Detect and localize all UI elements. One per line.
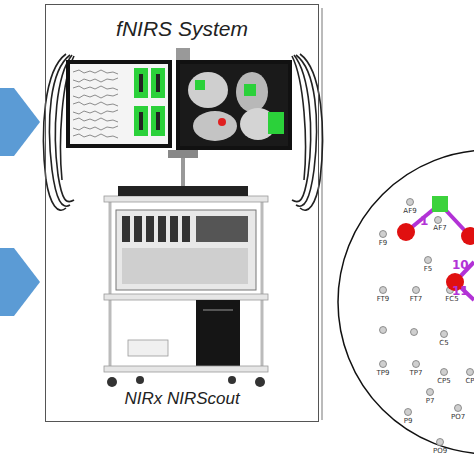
electrode-label: FT9 — [377, 295, 390, 303]
small-box — [128, 340, 168, 356]
head-outline — [338, 150, 474, 454]
cart-frame — [110, 198, 262, 370]
electrode-label: TP7 — [410, 369, 423, 377]
electrode-label: P7 — [426, 397, 435, 405]
channel-number: 1 — [420, 214, 428, 228]
electrode-label: AF9 — [403, 207, 416, 215]
signal-traces — [73, 70, 118, 138]
shelf — [104, 294, 268, 300]
shelf — [104, 366, 268, 372]
source-optode — [397, 223, 474, 291]
pc-tower — [196, 300, 240, 366]
monitor — [176, 60, 292, 150]
monitor — [66, 60, 172, 148]
electrode-label: CP — [465, 377, 474, 385]
brain-render — [188, 72, 284, 141]
channel-number: 11 — [452, 284, 469, 298]
keyboard — [118, 186, 248, 196]
electrode-label: C5 — [439, 339, 448, 347]
shelf — [104, 196, 268, 202]
cable-bundle — [43, 54, 322, 210]
electrode-label: F5 — [424, 265, 432, 273]
mast — [176, 48, 190, 60]
system-panel: fNIRS SystemNIRx NIRScout — [45, 4, 319, 422]
electrode-dot — [380, 199, 474, 446]
nirscout-unit — [116, 210, 256, 290]
monitor-screen — [180, 64, 288, 146]
electrode-label: PO7 — [451, 413, 465, 421]
electrode-label: TP9 — [377, 369, 390, 377]
electrode-label: PO9 — [433, 447, 447, 455]
electrode-label: F9 — [379, 239, 387, 247]
electrode-label: AF7 — [433, 224, 446, 232]
mount — [168, 150, 198, 158]
flow-arrow — [0, 88, 40, 156]
channel-line — [406, 204, 474, 300]
monitor-screen — [70, 64, 168, 144]
topo-map — [139, 74, 160, 130]
channel-number: 10 — [452, 258, 469, 272]
wheel — [107, 376, 265, 387]
panel-title: fNIRS System — [46, 17, 318, 41]
detector-optode — [432, 196, 448, 212]
electrode-label: FT7 — [410, 295, 423, 303]
electrode-label: CP5 — [437, 377, 451, 385]
pc-tower — [203, 309, 233, 311]
topo-map — [134, 68, 165, 136]
electrode-label: P9 — [404, 417, 413, 425]
flow-arrow — [0, 248, 40, 316]
unit-modules — [122, 216, 248, 284]
panel-caption: NIRx NIRScout — [46, 389, 318, 409]
divider-line — [322, 8, 323, 420]
